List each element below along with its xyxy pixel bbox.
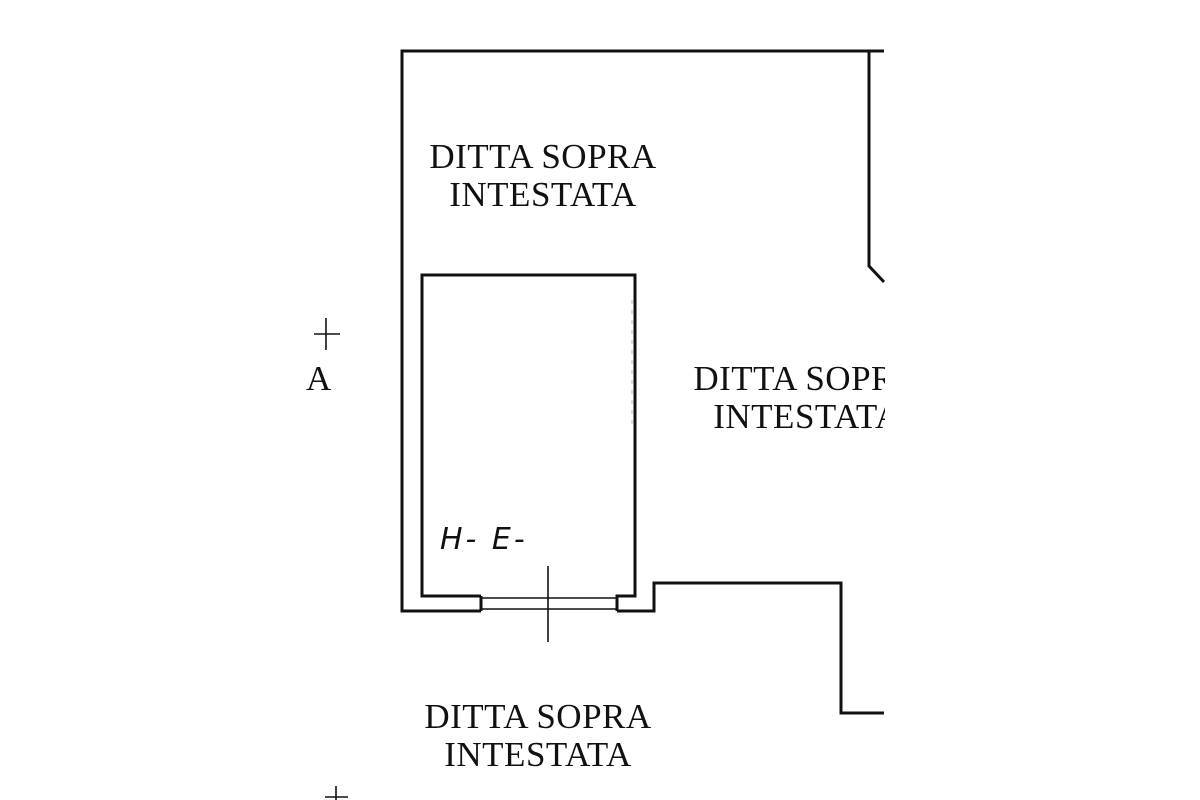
partial-label-left-clip: A [290,360,335,400]
room-label-top: DITTA SOPRA INTESTATA [408,138,678,214]
room-label-bottom: DITTA SOPRA INTESTATA [403,698,673,774]
partial-label-left: A [306,360,332,398]
room-label-right-line1: DITTA SOPRA [693,359,885,398]
room-label-right: DITTA SOPRA INTESTATA [672,360,885,436]
room-label-top-line2: INTESTATA [449,175,637,214]
room-label-right-clip: DITTA SOPRA INTESTATA [640,352,885,452]
right-wall-segment [867,51,886,284]
room-label-bottom-line2: INTESTATA [444,735,632,774]
room-label-top-line1: DITTA SOPRA [429,137,657,176]
room-label-bottom-line1: DITTA SOPRA [424,697,652,736]
subunit-handwritten-label: H- E- [440,522,528,557]
outer-wall [400,49,884,613]
room-label-right-line2: INTESTATA [713,397,885,436]
inner-room-wall [420,273,637,611]
outer-wall-lower [617,581,884,715]
